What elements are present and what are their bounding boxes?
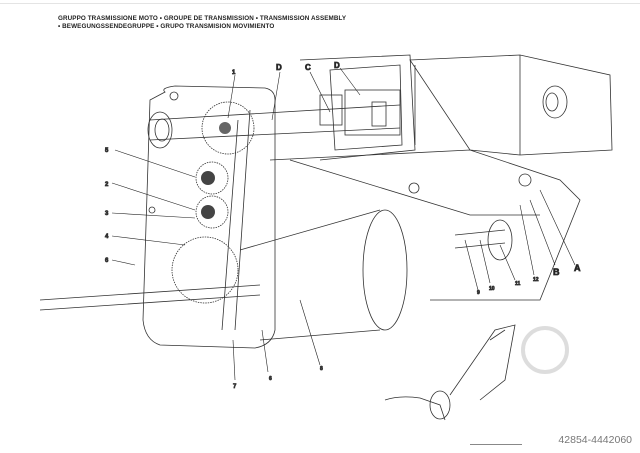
belt-guard-plate — [142, 85, 276, 349]
callout-9: 9 — [477, 290, 480, 296]
reference-number: 42854-4442060 — [558, 434, 632, 446]
callout-12: 12 — [533, 277, 539, 283]
main-drum — [39, 149, 581, 341]
callout-a: A — [574, 263, 581, 273]
callout-5: 5 — [105, 148, 109, 154]
diagram-title-line-1: GRUPPO TRASMISSIONE MOTO • GROUPE DE TRA… — [58, 15, 347, 22]
gear-train — [171, 101, 255, 304]
callout-7: 7 — [233, 384, 237, 390]
motor-housing — [299, 54, 613, 161]
callout-d-2: D — [334, 61, 340, 70]
leader-lines — [111, 67, 576, 381]
drive-belt — [221, 109, 251, 331]
scan-edge — [0, 3, 640, 4]
callout-11: 11 — [515, 281, 521, 287]
callout-labels: 1 D C D 5 2 3 4 6 7 6 8 9 10 11 12 B A — [105, 61, 582, 391]
reference-rule — [470, 444, 522, 445]
callout-2: 2 — [105, 182, 109, 188]
callout-c: C — [305, 63, 311, 72]
callout-6-left: 6 — [105, 258, 109, 264]
callout-1: 1 — [232, 70, 236, 76]
watermark-gear-icon — [521, 326, 569, 374]
callout-6-bottom: 6 — [269, 376, 272, 382]
callout-3: 3 — [105, 211, 109, 217]
callout-10: 10 — [489, 286, 495, 292]
callout-d-1: D — [276, 63, 282, 72]
upper-shaft — [147, 89, 401, 149]
gear-hubs — [201, 122, 231, 219]
callout-b: B — [553, 267, 560, 277]
callout-4: 4 — [105, 234, 109, 240]
callout-8: 8 — [320, 366, 323, 372]
oiler-hand-illustration — [384, 324, 516, 421]
diagram-title-line-2: • BEWEGUNGSSENDEGRUPPE • GRUPO TRANSMISI… — [58, 23, 275, 30]
